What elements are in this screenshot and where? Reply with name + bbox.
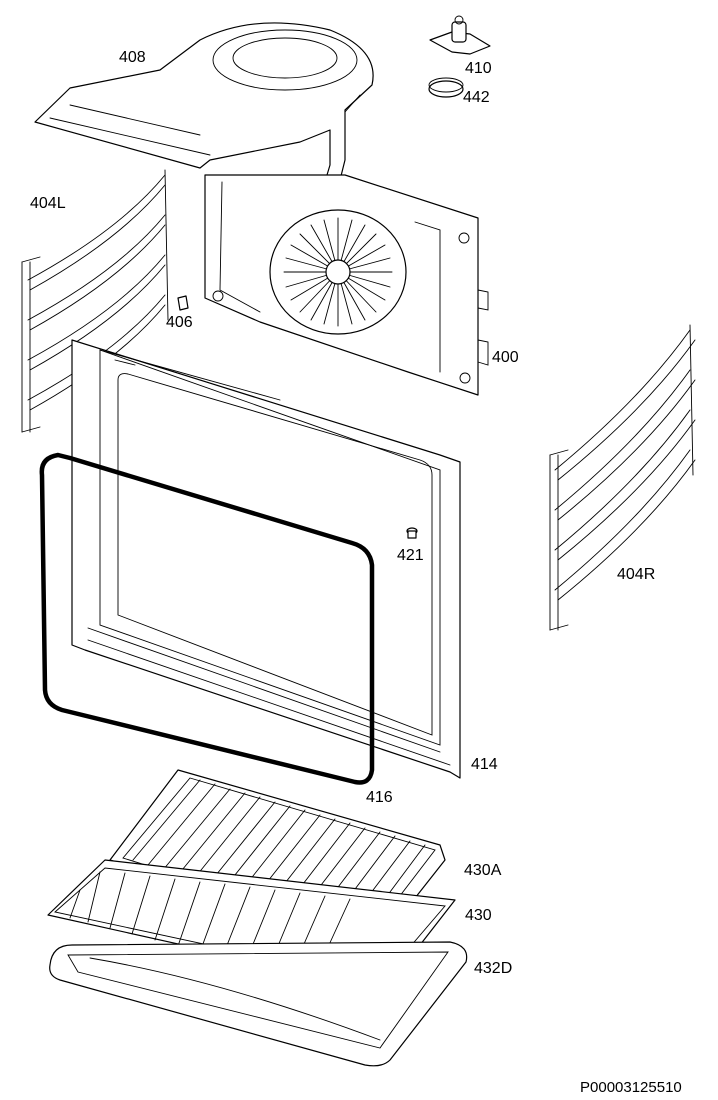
label-406: 406 xyxy=(166,314,193,331)
drawing-code: P00003125510 xyxy=(580,1079,682,1096)
label-432D: 432D xyxy=(474,960,512,977)
part-408-top-cover xyxy=(34,22,374,221)
part-404R-right-shelf-support xyxy=(549,324,696,631)
fan-guard-grille xyxy=(283,217,393,327)
label-430: 430 xyxy=(465,907,492,924)
part-404L-left-shelf-support xyxy=(21,169,169,433)
part-421-screw xyxy=(406,527,418,539)
label-400: 400 xyxy=(492,349,519,366)
part-442-cover-disc xyxy=(428,77,464,98)
label-404R: 404R xyxy=(617,566,655,583)
label-410: 410 xyxy=(465,60,492,77)
label-442: 442 xyxy=(463,89,490,106)
label-404L: 404L xyxy=(30,195,66,212)
label-414: 414 xyxy=(471,756,498,773)
label-430A: 430A xyxy=(464,862,502,879)
label-416: 416 xyxy=(366,789,393,806)
label-421: 421 xyxy=(397,547,424,564)
part-414-front-frame xyxy=(71,339,461,779)
part-406-clip xyxy=(177,295,189,311)
label-408: 408 xyxy=(119,49,146,66)
part-410-motor-bracket xyxy=(429,15,491,55)
part-416-door-seal xyxy=(39,452,375,785)
part-400-rear-wall xyxy=(204,174,489,396)
part-432D-baking-tray xyxy=(49,941,468,1067)
